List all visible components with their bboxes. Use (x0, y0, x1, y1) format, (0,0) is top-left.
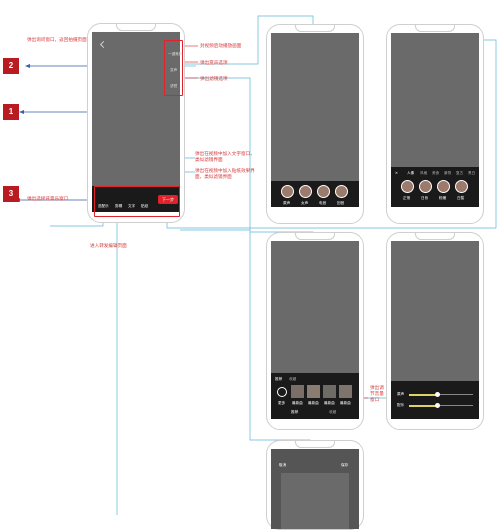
annotation-next: 进入转发编辑页面 (90, 243, 127, 248)
preview-cancel[interactable]: 取消 (279, 463, 287, 467)
marker-2: 2 (3, 58, 19, 74)
filter-option-1: 日系 (421, 196, 429, 200)
voice-option-icon[interactable] (299, 185, 312, 198)
music-video-area (271, 241, 359, 373)
voice-option-0: 原声 (283, 201, 291, 205)
filter-option-2: 粉嫩 (439, 196, 447, 200)
annotation-music: 弹出选择背景乐窗口 (27, 196, 69, 201)
filter-option-0: 正常 (403, 196, 411, 200)
music-cover[interactable] (323, 385, 336, 398)
toolbar-text[interactable]: 文字 (128, 204, 136, 208)
filter-option-icon[interactable] (419, 180, 432, 193)
main-phone: 一键美颜 变声 滤镜 选配乐 剪辑 文字 贴纸 下一步 (87, 23, 185, 223)
music-cover[interactable] (291, 385, 304, 398)
volume-label-0: 原声 (397, 392, 405, 396)
filter-tab-5[interactable]: 黑白 (468, 171, 476, 175)
annotation-text: 弹出在视频中加入文字窗口，类似滤镜界面 (195, 151, 255, 162)
music-item-2: 最新曲 (308, 401, 319, 405)
voice-phone: 原声 女声 电音 回音 (266, 24, 364, 224)
main-video-area (92, 32, 180, 186)
filter-video-area (391, 33, 479, 167)
music-phone: 推荐 收藏 更多 最新曲 最新曲 最新曲 最新曲 推荐 收藏 (266, 232, 364, 430)
voice-option-icon[interactable] (281, 185, 294, 198)
music-cover[interactable] (307, 385, 320, 398)
annotation-back: 弹出询问窗口，返回拍摄页面 (27, 37, 87, 42)
filter-tab-1[interactable]: 风格 (420, 171, 428, 175)
voice-option-icon[interactable] (335, 185, 348, 198)
music-bottom-0[interactable]: 推荐 (291, 410, 299, 414)
music-tab-0[interactable]: 推荐 (275, 377, 283, 381)
music-item-4: 最新曲 (340, 401, 351, 405)
toolbar-sticker[interactable]: 贴纸 (141, 204, 149, 208)
side-tool-filter[interactable]: 滤镜 (170, 84, 178, 88)
filter-option-icon[interactable] (437, 180, 450, 193)
volume-knob-1[interactable] (435, 403, 441, 408)
volume-phone: 原声 配乐 (386, 232, 484, 430)
preview-save[interactable]: 保存 (341, 463, 349, 467)
voice-option-icon[interactable] (317, 185, 330, 198)
annotation-tools-bot: 弹出滤镜选项 (200, 76, 228, 81)
voice-option-1: 女声 (301, 201, 309, 205)
music-bottom-1[interactable]: 收藏 (329, 410, 337, 414)
filter-tab-2[interactable]: 美食 (432, 171, 440, 175)
filter-option-icon[interactable] (455, 180, 468, 193)
music-tab-1[interactable]: 收藏 (289, 377, 297, 381)
marker-3: 3 (3, 186, 19, 202)
search-icon[interactable] (277, 387, 287, 397)
volume-knob-0[interactable] (435, 392, 441, 397)
filter-phone: ✕ 人像 风格 美食 景物 复古 黑白 正常 日系 粉嫩 白皙 (386, 24, 484, 224)
music-item-1: 最新曲 (292, 401, 303, 405)
preview-video (281, 473, 349, 529)
next-button[interactable]: 下一步 (158, 195, 178, 204)
volume-fill-1 (409, 404, 438, 407)
volume-video-area (391, 241, 479, 381)
volume-track-0[interactable] (409, 394, 473, 395)
side-tools-highlight (164, 40, 183, 96)
annotation-tools-top: 封视频启动播放画面 (200, 43, 242, 48)
music-item-0: 更多 (278, 401, 286, 405)
voice-video-area (271, 33, 359, 181)
filter-option-3: 白皙 (457, 196, 465, 200)
toolbar-music[interactable]: 选配乐 (98, 204, 109, 208)
side-tool-voice[interactable]: 变声 (170, 68, 178, 72)
filter-close-icon[interactable]: ✕ (395, 171, 399, 175)
filter-tab-4[interactable]: 复古 (456, 171, 464, 175)
voice-option-3: 回音 (337, 201, 345, 205)
filter-tab-0[interactable]: 人像 (407, 171, 415, 175)
annotation-adjust: 弹出调节音量窗口 (370, 385, 384, 402)
filter-option-icon[interactable] (401, 180, 414, 193)
side-tool-beauty[interactable]: 一键美颜 (168, 52, 183, 56)
filter-tab-3[interactable]: 景物 (444, 171, 452, 175)
volume-panel (391, 381, 479, 419)
toolbar-highlight (94, 186, 180, 217)
marker-1: 1 (3, 104, 19, 120)
volume-label-1: 配乐 (397, 403, 405, 407)
toolbar-edit[interactable]: 剪辑 (115, 204, 123, 208)
preview-phone: 取消 保存 (266, 440, 364, 530)
music-item-3: 最新曲 (324, 401, 335, 405)
annotation-tools-mid: 弹出变声选项 (200, 60, 228, 65)
annotation-sticker: 弹出在视频中加入贴纸效果界面，类似滤镜界面 (195, 168, 255, 179)
volume-fill-0 (409, 393, 438, 396)
voice-option-2: 电音 (319, 201, 327, 205)
volume-track-1[interactable] (409, 405, 473, 406)
music-cover[interactable] (339, 385, 352, 398)
